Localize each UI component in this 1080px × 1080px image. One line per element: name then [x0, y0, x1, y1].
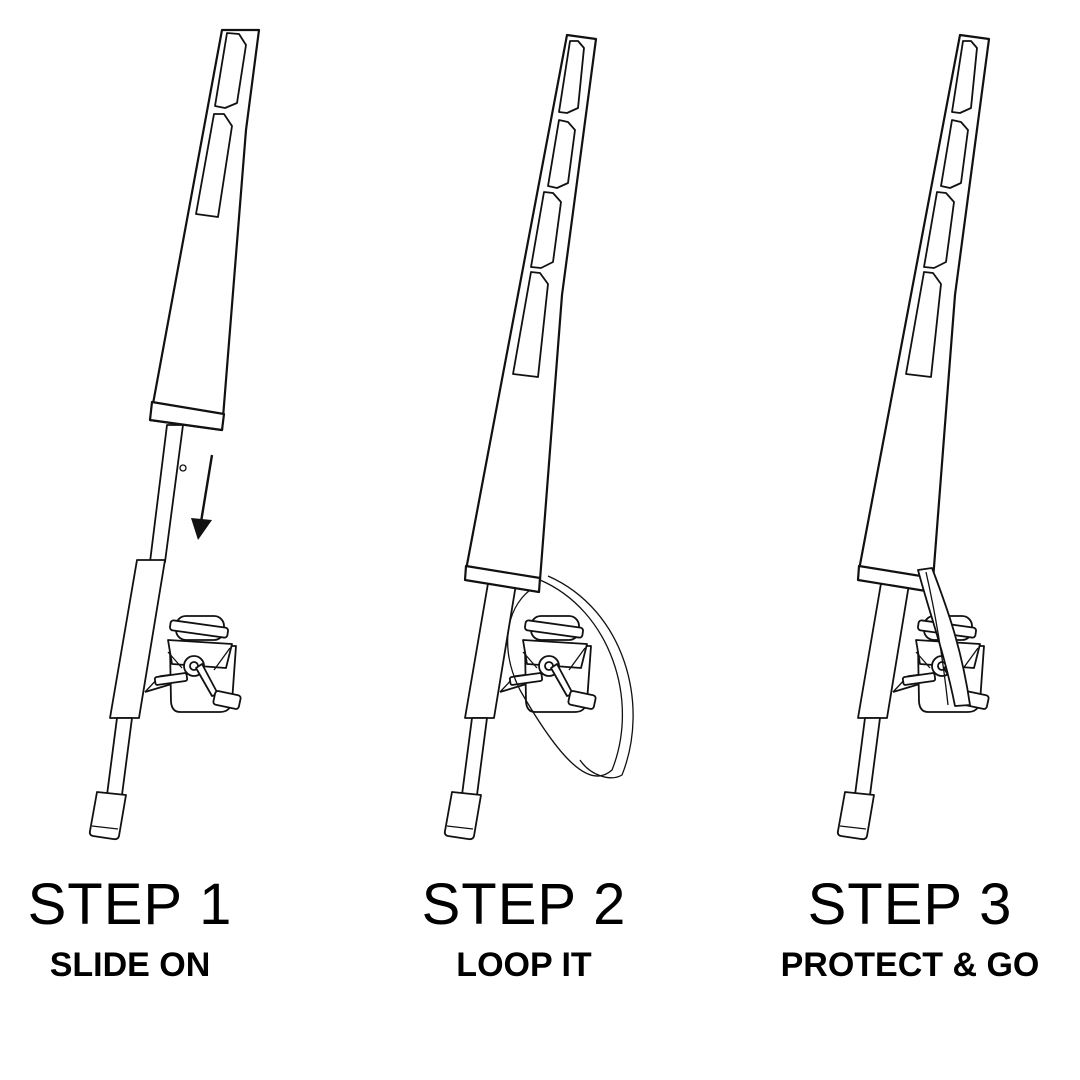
step-3-subtitle: PROTECT & GO — [780, 946, 1040, 984]
strap-icon — [507, 579, 624, 777]
rod-sleeve-icon — [148, 28, 261, 432]
step-2-illustration — [443, 33, 634, 841]
step-1-title: STEP 1 — [27, 872, 233, 937]
step-2-title: STEP 2 — [421, 872, 627, 937]
strap-icon — [917, 567, 971, 707]
illustrations — [88, 28, 991, 841]
step-1-illustration — [88, 28, 261, 841]
arrow-down-icon — [199, 454, 214, 523]
step-3-title: STEP 3 — [807, 872, 1013, 937]
step-3-illustration — [836, 33, 991, 841]
step-2-subtitle: LOOP IT — [456, 946, 592, 984]
step-1-subtitle: SLIDE ON — [49, 946, 211, 984]
